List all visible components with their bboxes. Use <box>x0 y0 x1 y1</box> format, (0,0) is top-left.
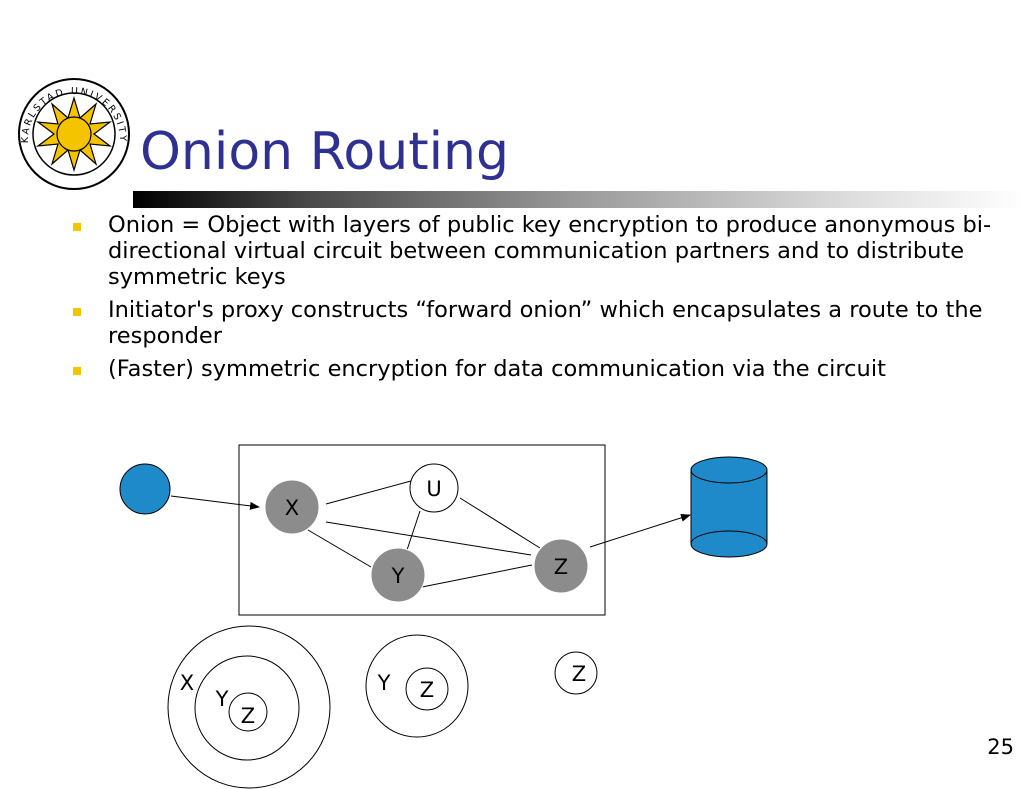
bullet-text: Initiator's proxy constructs “forward on… <box>108 297 983 349</box>
initiator-node <box>119 463 171 515</box>
link-x-u <box>325 480 412 505</box>
link-u-z <box>459 497 541 549</box>
page-number: 25 <box>987 735 1014 759</box>
responder-database-icon <box>690 456 768 558</box>
node-y: Y <box>370 547 426 603</box>
onion-three-layer <box>167 625 331 789</box>
onion2-label-y: Y <box>377 671 391 695</box>
node-z: Z <box>533 538 589 594</box>
bullet-list: Onion = Object with layers of public key… <box>70 212 1000 389</box>
node-y-label: Y <box>391 564 405 588</box>
onion-one-layer <box>554 651 598 695</box>
karlstad-university-logo: KARLSTAD UNIVERSITY <box>18 78 130 190</box>
onion2-label-z: Z <box>420 678 434 702</box>
node-u-label: U <box>426 477 441 501</box>
link-u-y <box>406 510 421 551</box>
node-z-label: Z <box>554 555 568 579</box>
network-links <box>307 480 541 589</box>
onion3-label-x: X <box>180 671 194 695</box>
bullet-marker <box>73 223 81 231</box>
onion3-label-y: Y <box>215 687 229 711</box>
bullet-marker <box>73 308 81 316</box>
title-underline-bar <box>133 191 1024 208</box>
sun-icon <box>35 95 113 173</box>
bullet-item: (Faster) symmetric encryption for data c… <box>70 356 1000 382</box>
initiator-arrow <box>170 495 260 510</box>
bullet-marker <box>73 367 81 375</box>
onion-two-layer <box>365 634 469 738</box>
node-x-label: X <box>285 496 299 520</box>
bullet-text: Onion = Object with layers of public key… <box>108 212 992 290</box>
onion3-label-z: Z <box>241 704 255 728</box>
link-y-z <box>416 564 533 589</box>
bullet-text: (Faster) symmetric encryption for data c… <box>108 356 886 382</box>
link-x-z <box>325 521 532 556</box>
node-u: U <box>409 463 459 513</box>
node-x: X <box>264 479 320 535</box>
responder-arrow <box>589 513 691 548</box>
bullet-item: Onion = Object with layers of public key… <box>70 212 1000 290</box>
slide-title: Onion Routing <box>140 122 510 182</box>
network-box <box>238 444 606 616</box>
bullet-item: Initiator's proxy constructs “forward on… <box>70 297 1000 349</box>
onion1-label-z: Z <box>572 662 586 686</box>
link-x-y <box>307 529 372 568</box>
